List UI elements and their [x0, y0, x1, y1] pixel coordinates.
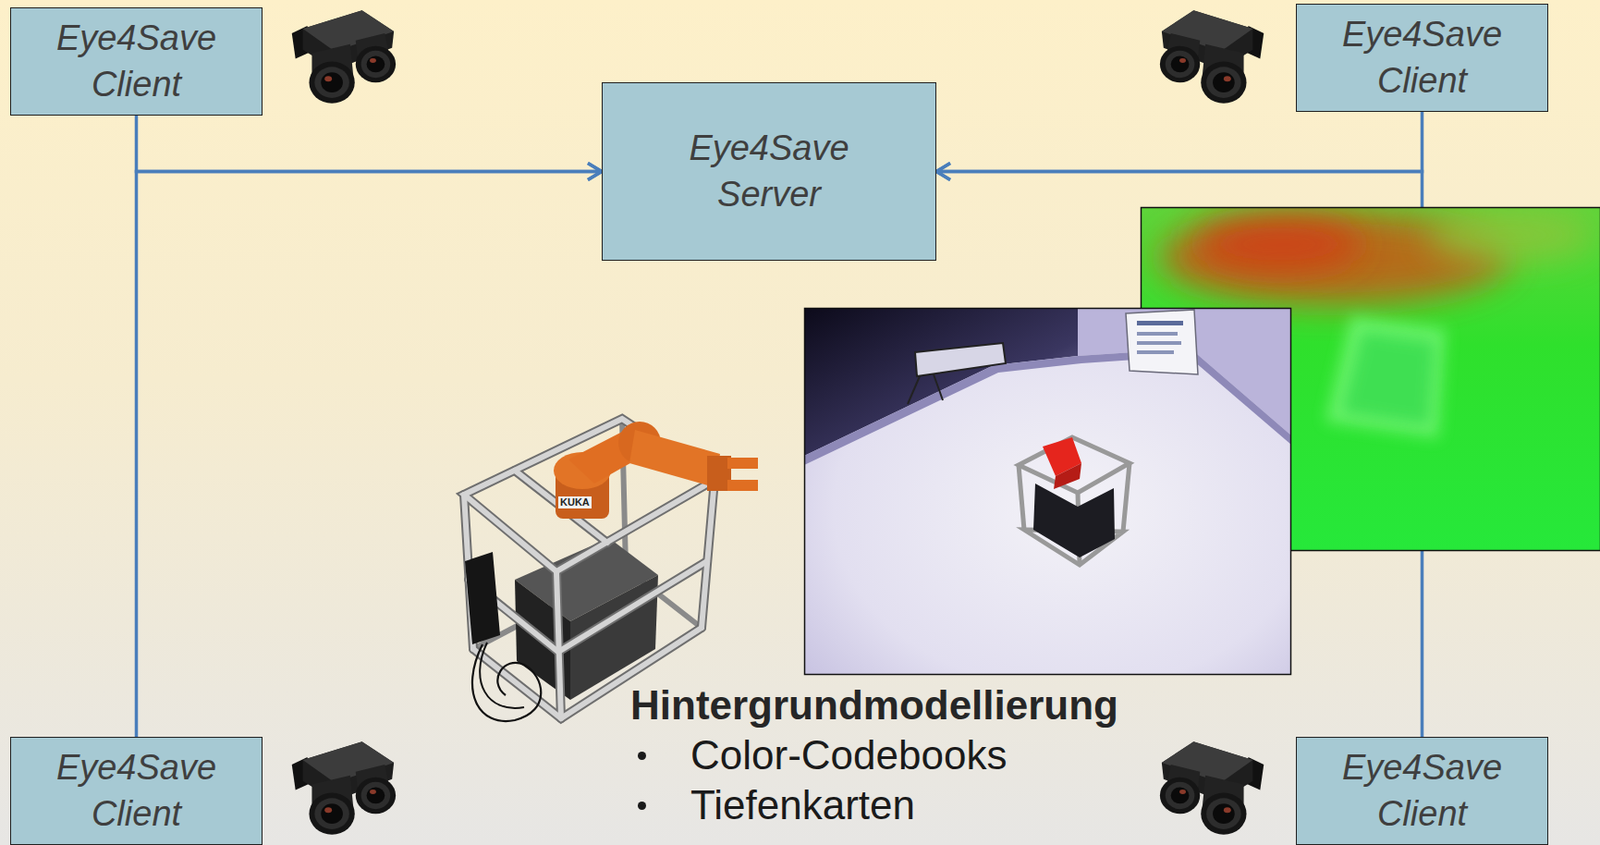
camera-photo-part-part	[1136, 320, 1184, 326]
robot-photo-part-part	[468, 561, 708, 652]
robot-photo-part	[479, 642, 525, 709]
robot-photo-part	[629, 429, 721, 488]
camera-photo-part	[804, 307, 1292, 675]
bullet-dot	[637, 801, 647, 810]
robot-photo-part-part	[464, 418, 715, 572]
brand-label: KUKA	[558, 496, 592, 509]
robot-photo-part	[727, 479, 758, 491]
camera-photo-part-part	[1123, 463, 1130, 532]
camera-photo-part-part	[804, 307, 1082, 456]
camera-photo-part-part	[933, 374, 943, 401]
client-box: Eye4Save Client	[1295, 3, 1549, 112]
stereo-camera-icon-part	[292, 10, 396, 104]
server-box: Eye4Save Server	[601, 82, 937, 261]
camera-photo-part-part	[1053, 463, 1082, 489]
robot-photo-part-part	[556, 571, 562, 719]
camera-photo-part-part	[1136, 341, 1182, 345]
box-label: Eye4Save Server	[676, 125, 862, 218]
camera-photo	[804, 307, 1292, 675]
camera-photo-part-part	[804, 307, 1292, 675]
robot-photo-part-part	[701, 479, 715, 628]
robot-photo-part-part	[556, 571, 562, 719]
robot-photo-part-part	[464, 418, 715, 572]
robot-photo-part	[464, 551, 501, 645]
stereo-camera-icon-part	[1160, 741, 1264, 835]
box-label: Eye4Save Client	[44, 745, 230, 837]
depth-map-image-part-part	[1196, 216, 1363, 272]
list-item: Color-Codebooks	[690, 732, 1007, 779]
connector-arrow	[936, 111, 1423, 181]
camera-photo-part-part	[1125, 309, 1198, 375]
camera-photo-part-part	[1136, 331, 1178, 336]
depth-map-image-part-part	[1427, 207, 1594, 263]
stereo-camera-icon-part	[292, 741, 396, 835]
box-label: Eye4Save Client	[1330, 12, 1515, 104]
robot-photo-part-part	[468, 561, 708, 652]
client-box: Eye4Save Client	[1295, 736, 1549, 845]
camera-photo-part-part	[907, 376, 920, 404]
connector-arrow	[136, 163, 603, 738]
camera-photo-part-part	[1033, 483, 1115, 558]
depth-map-image-part-part	[1342, 331, 1435, 426]
camera-photo-part	[805, 308, 1292, 675]
robot-photo-part-part	[701, 479, 715, 628]
bullet-dot	[637, 751, 647, 760]
robot-photo	[464, 418, 758, 721]
robot-photo-part	[727, 457, 758, 469]
client-box: Eye4Save Client	[10, 7, 263, 116]
depth-map-image-part-part	[1325, 316, 1446, 439]
stereo-camera-icon-part	[1160, 10, 1264, 104]
box-label: Eye4Save Client	[1330, 745, 1515, 837]
box-label: Eye4Save Client	[44, 15, 230, 108]
camera-photo-part-part	[1136, 350, 1174, 355]
camera-photo-part-part	[915, 342, 1006, 377]
client-box: Eye4Save Client	[10, 736, 263, 845]
camera-photo-part-part	[1018, 464, 1025, 530]
list-item: Tiefenkarten	[690, 781, 916, 829]
list-heading: Hintergrundmodellierung	[630, 682, 1119, 729]
